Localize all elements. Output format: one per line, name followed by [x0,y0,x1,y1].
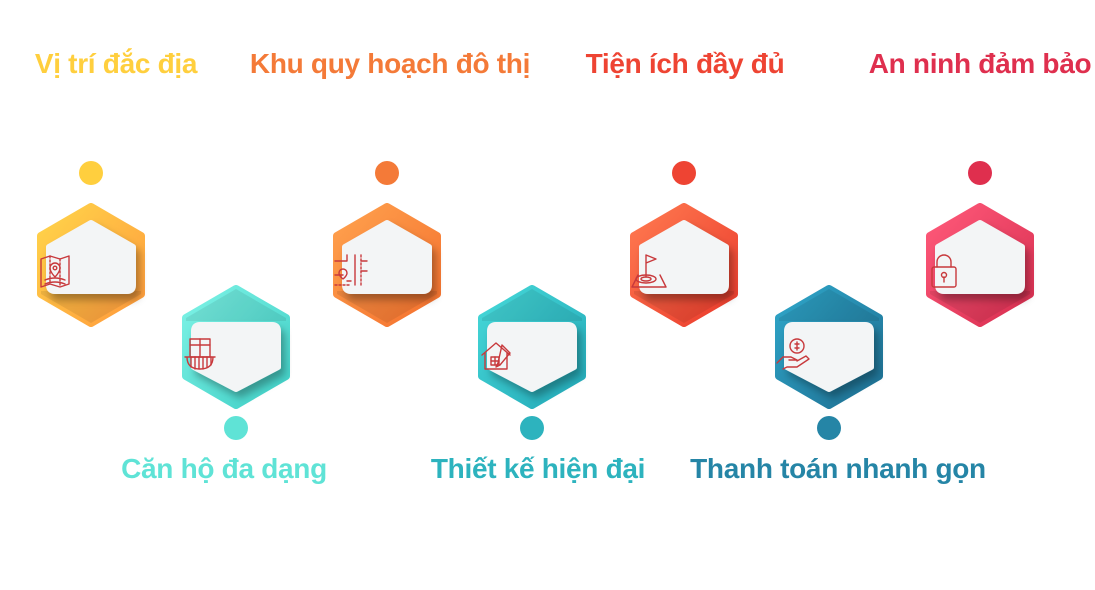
feature-hexagon-thiet-ke-hien-dai [476,285,588,409]
timeline-dot [968,161,992,185]
feature-hexagon-vi-tri-dac-dia [35,203,147,327]
balcony-icon [184,338,216,370]
timeline-dot [520,416,544,440]
map-pin-icon [40,255,70,288]
timeline-dot [817,416,841,440]
timeline-dot [375,161,399,185]
feature-title-thanh-toan-nhanh-gon: Thanh toán nhanh gọn [690,453,986,484]
feature-title-tien-ich-day-du: Tiện ích đầy đủ [585,48,785,79]
payment-hand-icon [776,338,810,370]
feature-title-can-ho-da-dang: Căn hộ đa dạng [121,453,327,484]
timeline-dot [224,416,248,440]
city-plan-icon [334,254,368,286]
feature-title-vi-tri-dac-dia: Vị trí đắc địa [34,48,198,79]
house-design-icon [481,342,511,370]
feature-title-khu-quy-hoach-do-thi: Khu quy hoạch đô thị [249,48,531,79]
feature-title-thiet-ke-hien-dai: Thiết kế hiện đại [430,453,646,484]
flag-target-icon [631,254,667,288]
feature-hexagon-khu-quy-hoach-do-thi [331,203,443,327]
timeline-dot [672,161,696,185]
feature-title-an-ninh-dam-bao: An ninh đảm bảo [868,48,1092,79]
feature-hexagon-tien-ich-day-du [628,203,740,327]
feature-hexagon-an-ninh-dam-bao [924,203,1036,327]
feature-hexagon-can-ho-da-dang [180,285,292,409]
lock-icon [931,254,957,288]
feature-hexagon-thanh-toan-nhanh-gon [773,285,885,409]
timeline-dot [79,161,103,185]
